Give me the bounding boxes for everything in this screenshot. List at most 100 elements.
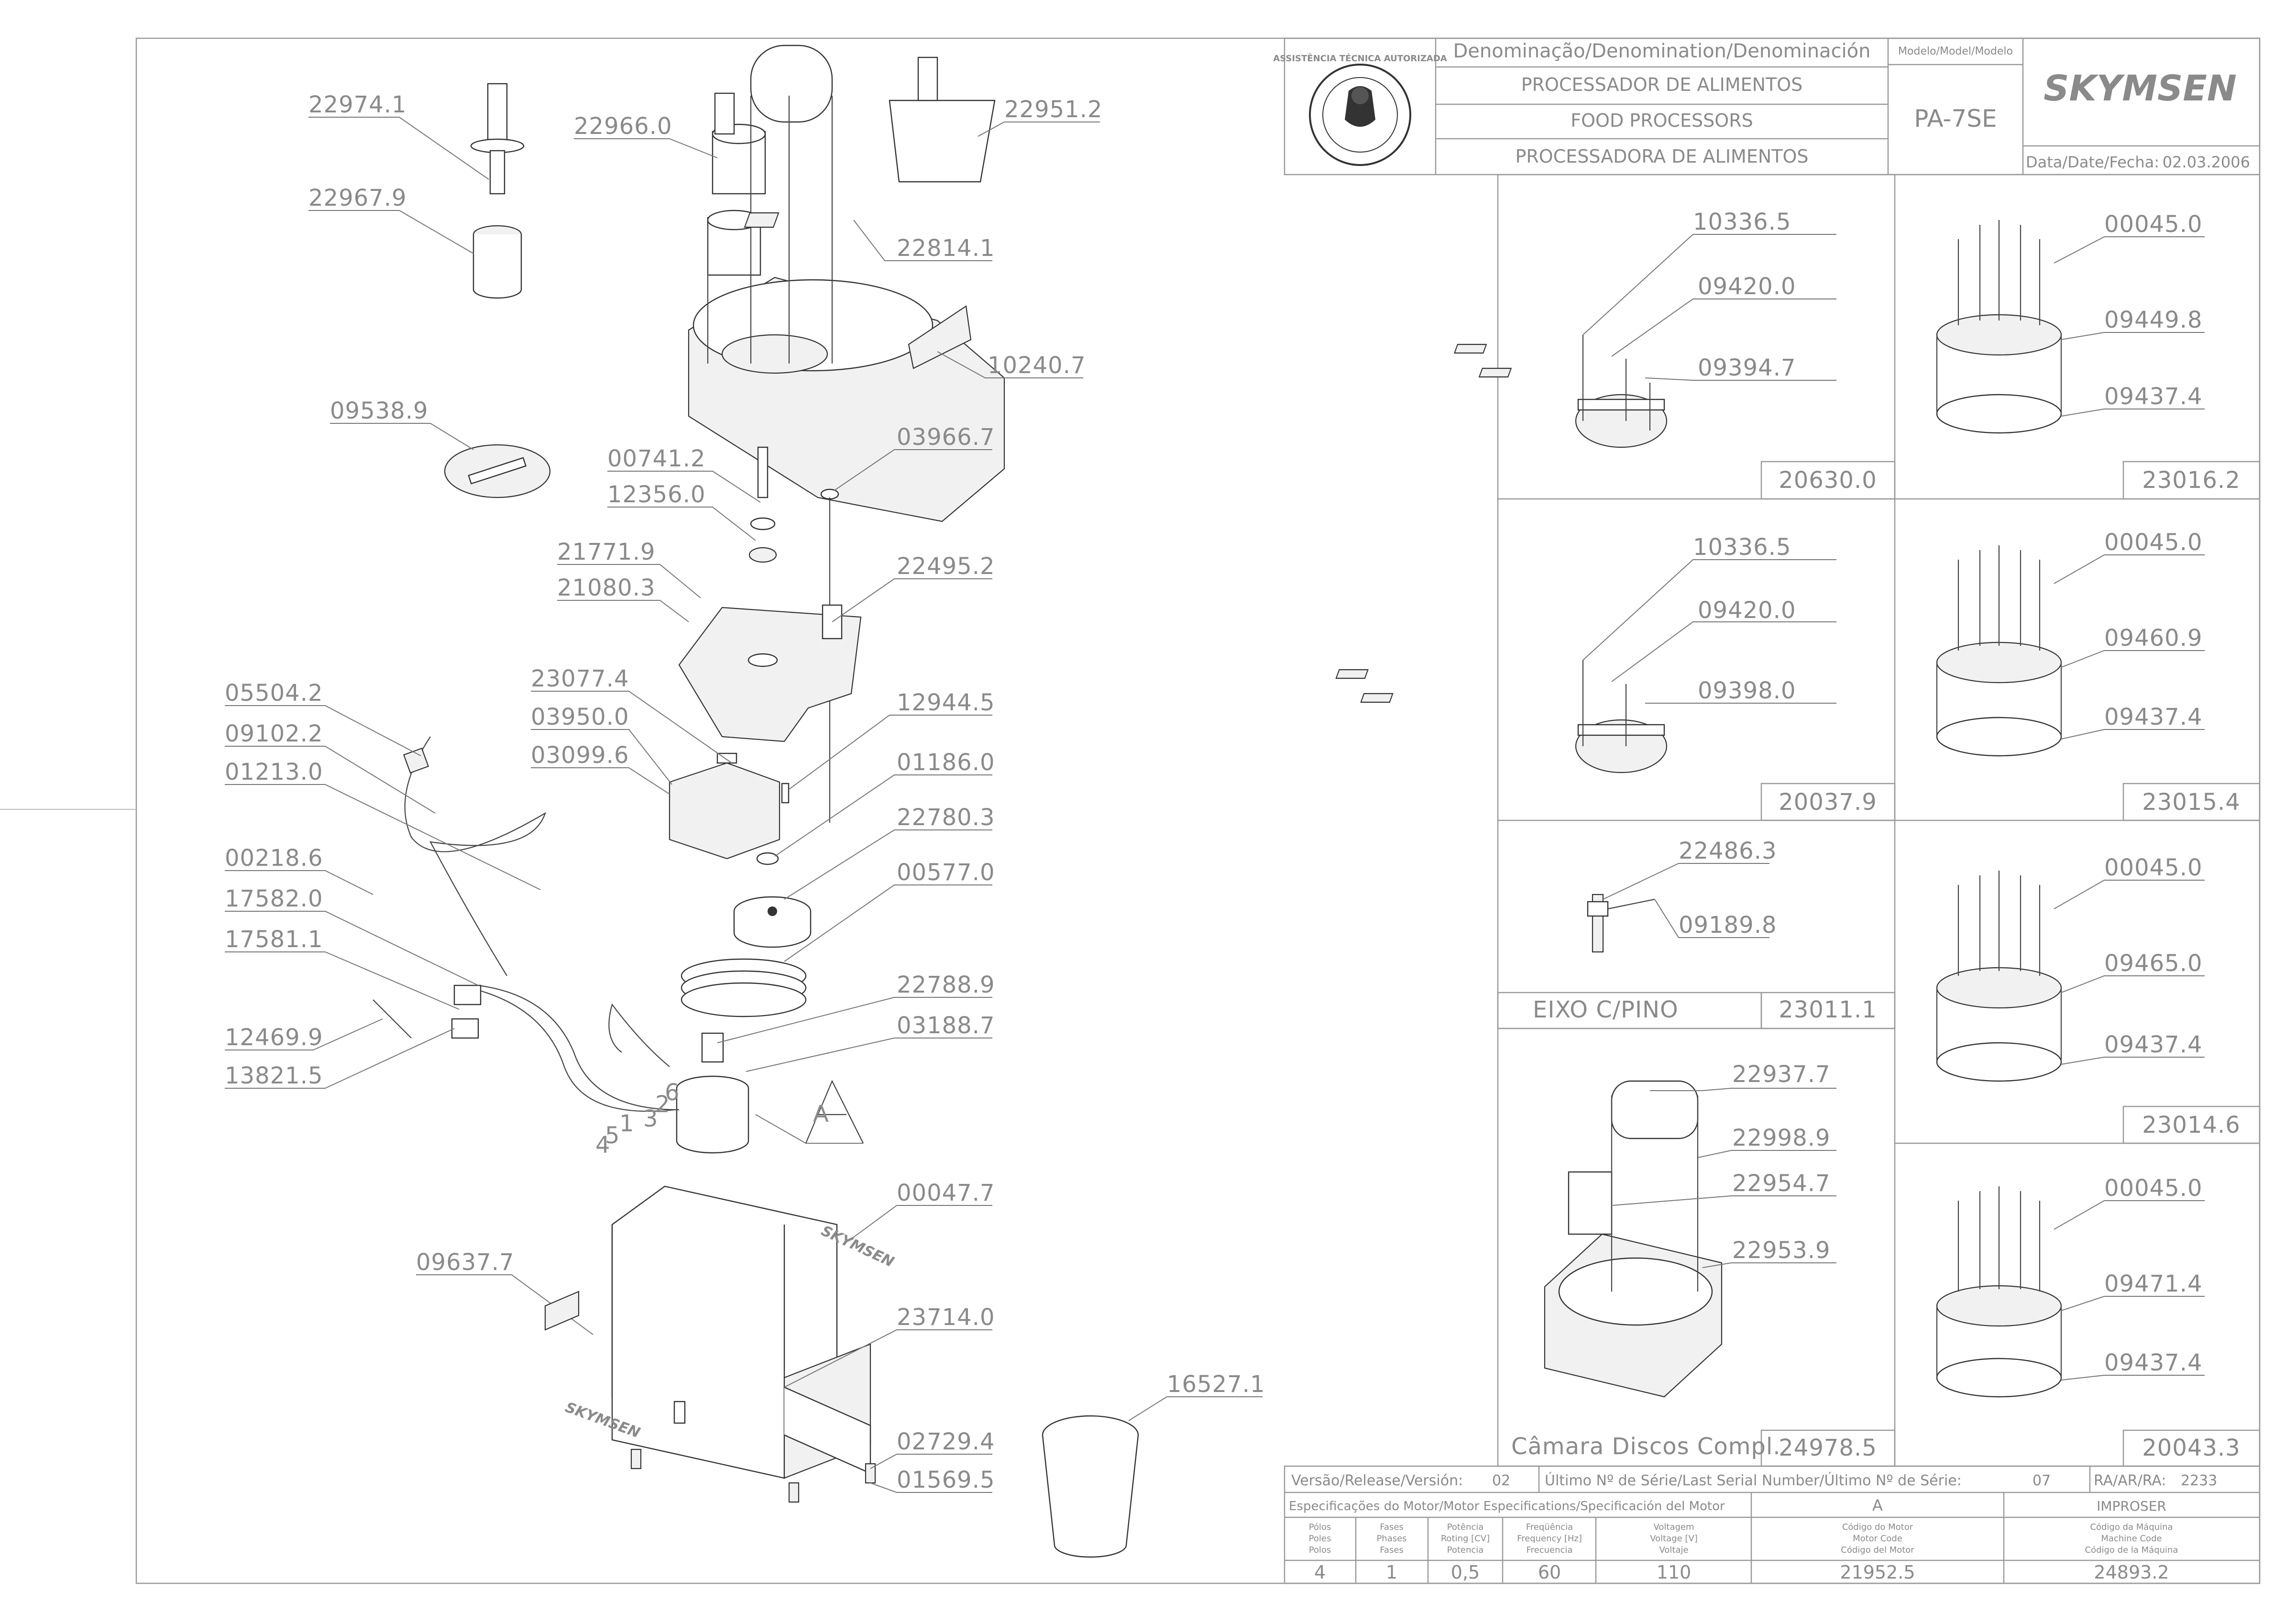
kit-20037 bbox=[1335, 559, 1836, 773]
kit6-part-3: 09437.4 bbox=[2104, 1031, 2203, 1058]
kit8-part-1: 00045.0 bbox=[2104, 1175, 2203, 1202]
label-17581-1: 17581.1 bbox=[225, 926, 323, 953]
serial-value: 07 bbox=[2032, 1472, 2051, 1489]
label-22966-0: 22966.0 bbox=[574, 113, 672, 140]
denomination-label: Denominação/Denomination/Denominación bbox=[1453, 40, 1870, 62]
label-12944-5: 12944.5 bbox=[897, 689, 995, 716]
kit-grid bbox=[1497, 174, 2261, 1467]
svg-text:1: 1 bbox=[619, 1110, 635, 1137]
kit8-part-2: 09471.4 bbox=[2104, 1270, 2203, 1297]
kit7-code: 24978.5 bbox=[1779, 1435, 1877, 1461]
label-21771-9: 21771.9 bbox=[557, 539, 656, 565]
label-01213-0: 01213.0 bbox=[225, 759, 323, 785]
svg-text:Machine Code: Machine Code bbox=[2101, 1534, 2162, 1544]
label-03099-6: 03099.6 bbox=[531, 742, 629, 769]
kit-23015 bbox=[1936, 545, 2205, 757]
svg-text:Código do Motor: Código do Motor bbox=[1842, 1522, 1913, 1532]
svg-text:4: 4 bbox=[1314, 1562, 1326, 1583]
version-label: Versão/Release/Versión: bbox=[1291, 1472, 1463, 1489]
svg-text:Phases: Phases bbox=[1376, 1534, 1406, 1544]
improser-label: IMPROSER bbox=[2097, 1498, 2166, 1514]
motor bbox=[676, 1032, 749, 1154]
label-23077-4: 23077.4 bbox=[531, 665, 629, 692]
label-03188-7: 03188.7 bbox=[897, 1012, 995, 1039]
svg-text:6: 6 bbox=[665, 1079, 680, 1106]
kit3-part-1: 10336.5 bbox=[1693, 534, 1791, 561]
label-00577-0: 00577.0 bbox=[897, 859, 995, 886]
kit1-part-1: 10336.5 bbox=[1693, 209, 1791, 235]
wire-number-labels: 1 2 3 4 5 6 bbox=[595, 1079, 680, 1159]
svg-text:Polos: Polos bbox=[1309, 1545, 1331, 1555]
kit6-part-2: 09465.0 bbox=[2104, 950, 2203, 977]
label-23714-0: 23714.0 bbox=[897, 1304, 995, 1331]
svg-text:Motor Code: Motor Code bbox=[1853, 1534, 1902, 1544]
label-12356-0: 12356.0 bbox=[607, 481, 706, 508]
svg-text:Potência: Potência bbox=[1447, 1522, 1484, 1532]
svg-text:5: 5 bbox=[605, 1122, 620, 1149]
pulley bbox=[733, 896, 812, 948]
guard-22951 bbox=[889, 56, 996, 183]
kit7-part-1: 22937.7 bbox=[1732, 1061, 1831, 1088]
kit-20630 bbox=[1453, 234, 1836, 448]
kit5-part-1: 22486.3 bbox=[1679, 838, 1777, 864]
version-value: 02 bbox=[1492, 1472, 1510, 1489]
cup bbox=[1042, 1415, 1139, 1558]
date-value: 02.03.2006 bbox=[2163, 153, 2250, 171]
label-22788-9: 22788.9 bbox=[897, 972, 995, 998]
kit3-part-3: 09398.0 bbox=[1698, 677, 1796, 704]
svg-text:Frequency [Hz]: Frequency [Hz] bbox=[1517, 1534, 1582, 1544]
svg-text:60: 60 bbox=[1538, 1562, 1561, 1583]
svg-text:Potencia: Potencia bbox=[1447, 1545, 1484, 1555]
kit2-part-3: 09437.4 bbox=[2104, 383, 2203, 410]
serial-label: Último Nº de Série/Last Serial Number/Úl… bbox=[1545, 1471, 1962, 1489]
kit7-part-3: 22954.7 bbox=[1732, 1170, 1831, 1197]
svg-text:Voltaje: Voltaje bbox=[1659, 1545, 1688, 1555]
kit5-code: 23011.1 bbox=[1779, 996, 1877, 1023]
label-01569-5: 01569.5 bbox=[897, 1467, 995, 1493]
label-22951-2: 22951.2 bbox=[1004, 96, 1103, 123]
title-block: ASSISTÊNCIA TÉCNICA AUTORIZADA Denominaç… bbox=[1273, 37, 2261, 176]
model-value: PA-7SE bbox=[1914, 105, 1997, 133]
footer-values: 4 1 0,5 60 110 21952.5 24893.2 bbox=[1314, 1562, 2169, 1583]
svg-text:Voltagem: Voltagem bbox=[1653, 1522, 1694, 1532]
main-part-labels: 22974.1 22967.9 22966.0 22951.2 22814.1 … bbox=[225, 91, 1265, 1493]
svg-text:Roting [CV]: Roting [CV] bbox=[1441, 1534, 1490, 1544]
label-00047-7: 00047.7 bbox=[897, 1180, 995, 1206]
svg-text:Freqüência: Freqüência bbox=[1526, 1522, 1573, 1532]
svg-text:1: 1 bbox=[1386, 1562, 1397, 1583]
svg-text:Fases: Fases bbox=[1380, 1522, 1404, 1532]
kit3-part-2: 09420.0 bbox=[1698, 597, 1796, 624]
label-21080-3: 21080.3 bbox=[557, 574, 656, 601]
label-22967-9: 22967.9 bbox=[308, 185, 407, 211]
label-03966-7: 03966.7 bbox=[897, 424, 995, 451]
kit4-part-3: 09437.4 bbox=[2104, 704, 2203, 730]
label-22814-1: 22814.1 bbox=[897, 235, 995, 262]
name-en: FOOD PROCESSORS bbox=[1571, 110, 1753, 131]
svg-text:Código del Motor: Código del Motor bbox=[1841, 1545, 1914, 1555]
svg-text:Código da Máquina: Código da Máquina bbox=[2090, 1522, 2173, 1532]
svg-text:Voltage [V]: Voltage [V] bbox=[1650, 1534, 1698, 1544]
label-22495-2: 22495.2 bbox=[897, 553, 995, 580]
kit1-part-3: 09394.7 bbox=[1698, 354, 1796, 381]
footer-column-heads: Pólos Poles Polos Fases Phases Fases Pot… bbox=[1309, 1522, 2178, 1555]
svg-text:Código de la Máquina: Código de la Máquina bbox=[2085, 1545, 2178, 1555]
kit2-code: 23016.2 bbox=[2142, 467, 2241, 494]
kit3-code: 20037.9 bbox=[1779, 789, 1877, 816]
footer-table bbox=[1284, 1465, 2261, 1584]
svg-text:4: 4 bbox=[595, 1132, 611, 1159]
kit6-part-1: 00045.0 bbox=[2104, 854, 2203, 881]
label-09102-2: 09102.2 bbox=[225, 720, 323, 747]
label-00218-6: 00218.6 bbox=[225, 845, 323, 872]
kit8-code: 20043.3 bbox=[2142, 1435, 2241, 1461]
kit7-part-4: 22953.9 bbox=[1732, 1237, 1831, 1264]
label-16527-1: 16527.1 bbox=[1167, 1371, 1265, 1398]
kit-20043 bbox=[1936, 1186, 2205, 1398]
kit1-code: 20630.0 bbox=[1779, 467, 1877, 494]
kit-24978 bbox=[1544, 1080, 1836, 1398]
brand-logo: SKYMSEN bbox=[2043, 68, 2237, 109]
motor-callout: A bbox=[813, 1101, 829, 1127]
kit-23011 bbox=[1587, 863, 1769, 953]
kit4-part-1: 00045.0 bbox=[2104, 529, 2203, 556]
kit5-part-2: 09189.8 bbox=[1679, 912, 1777, 939]
